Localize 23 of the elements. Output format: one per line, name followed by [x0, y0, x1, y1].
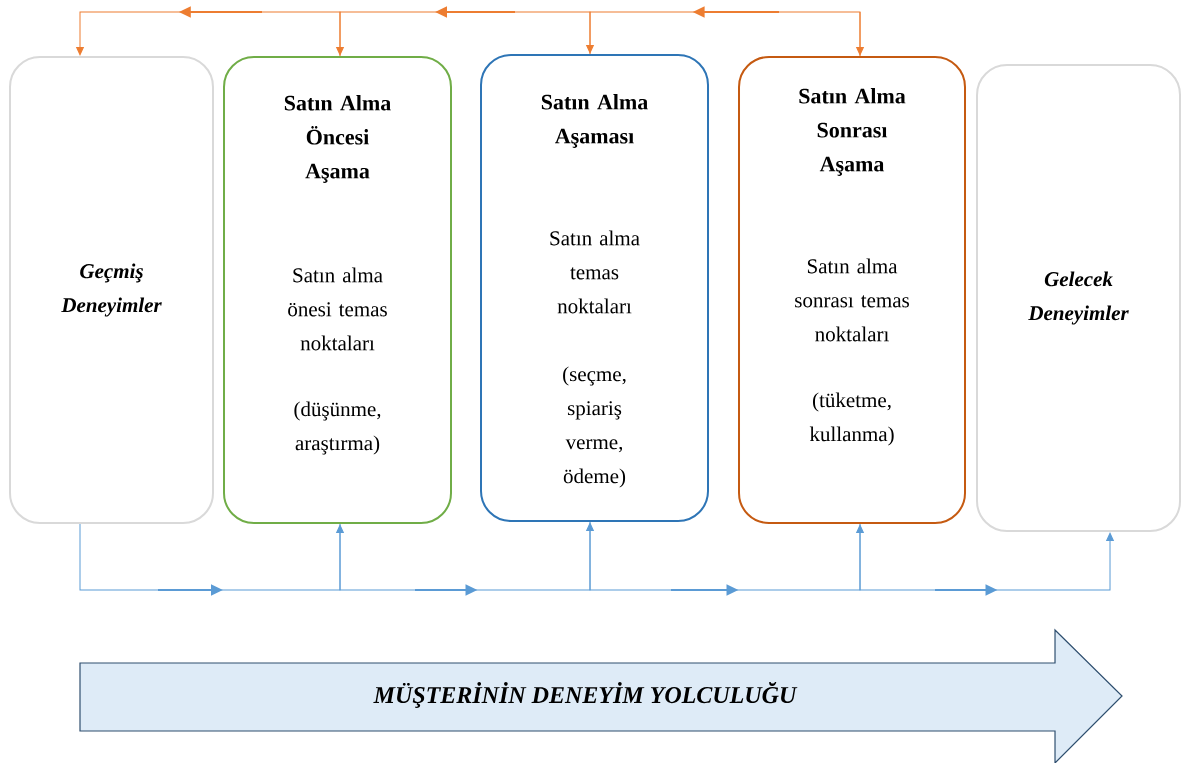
arrow [586, 6, 861, 57]
stage-text: Geçmiş Deneyimler [61, 263, 162, 317]
stage-box [480, 54, 709, 522]
stage-text: (tüketme, kullanma) [809, 392, 894, 446]
stage-text: Gelecek Deneyimler [1028, 271, 1129, 325]
stage-box [976, 64, 1181, 532]
arrow [339, 522, 594, 596]
arrow [336, 6, 591, 56]
stage-box [738, 56, 966, 524]
arrow [859, 523, 1114, 596]
stage-box [223, 56, 452, 524]
stage-text: (düşünme, araştırma) [294, 401, 381, 455]
arrow [76, 6, 341, 57]
arrow [79, 523, 344, 596]
stage-text: Satın alma temas noktaları [550, 230, 640, 314]
arrow [589, 521, 864, 596]
stage-title: Satın Alma Aşaması [541, 94, 648, 148]
stage-text: (seçme, spiariş verme, ödeme) [563, 366, 626, 488]
stage-box [9, 56, 214, 524]
stage-text: Satın alma önesi temas noktaları [288, 267, 387, 351]
stage-text: Satın alma sonrası temas noktaları [795, 258, 909, 342]
stage-title: Satın Alma Sonrası Aşama [799, 88, 906, 176]
stage-title: Satın Alma Öncesi Aşama [284, 95, 391, 183]
